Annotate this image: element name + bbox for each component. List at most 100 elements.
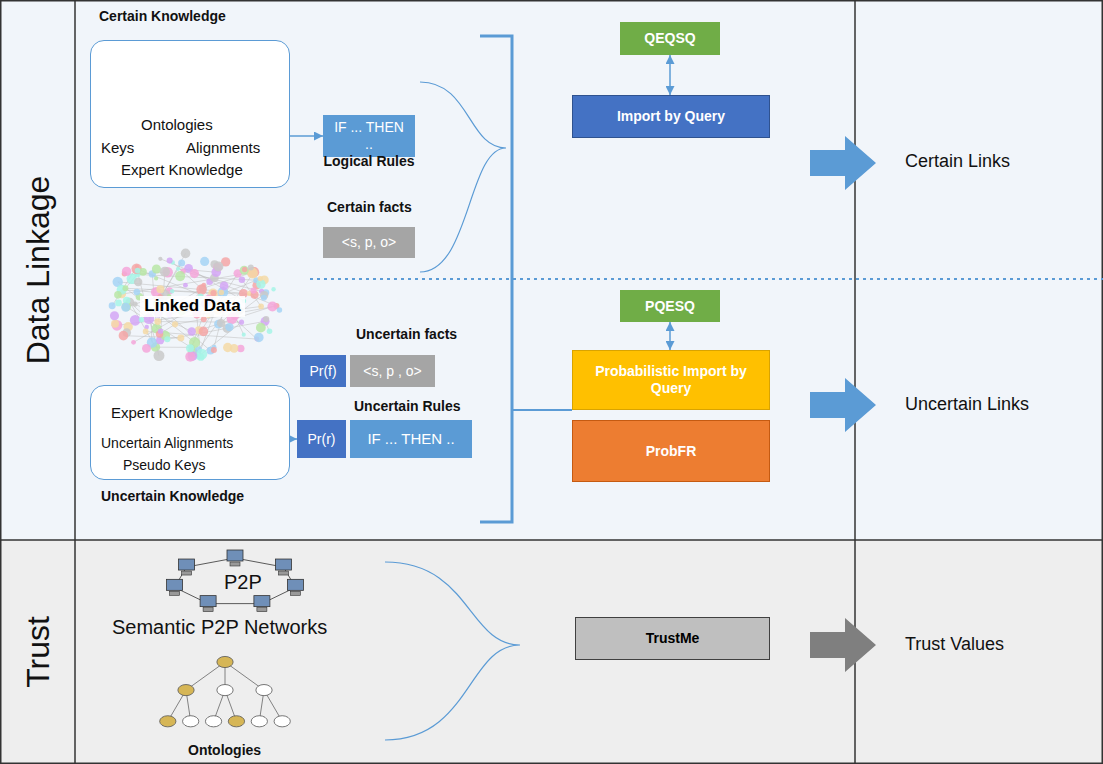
data-dot (199, 327, 209, 337)
data-dot (242, 267, 247, 272)
data-dot (196, 349, 207, 360)
linked-data-cloud (109, 249, 283, 362)
keyboard (257, 608, 267, 612)
data-dot (131, 340, 136, 345)
box-text: PQESQ (645, 298, 695, 315)
data-dot (176, 267, 180, 271)
text-holder: Trust (19, 616, 57, 688)
graph-node (205, 716, 221, 727)
graph-node (183, 716, 199, 727)
screen (275, 559, 291, 570)
data-link (156, 347, 192, 348)
box-label: Uncertain Knowledge (101, 488, 244, 504)
graph-node (217, 656, 233, 667)
text-holder: Expert Knowledge (111, 404, 233, 422)
text-holder: Uncertain Rules (354, 397, 461, 415)
data-dot (152, 264, 161, 273)
data-dot (178, 260, 185, 267)
ontology-graph (160, 656, 291, 726)
text-holder: TrustMe (576, 618, 769, 659)
computer-icon (167, 579, 183, 595)
data-dot (139, 268, 147, 276)
band-rule (0, 539, 1103, 541)
rule-box: IF ... THEN ..Logical Rules (323, 115, 415, 157)
output-arrow (810, 378, 876, 432)
data-dot (258, 304, 264, 310)
screen (200, 596, 216, 607)
data-dot (225, 323, 233, 331)
keyboard (230, 562, 240, 566)
data-dot (200, 257, 209, 266)
box-text: TrustMe (646, 630, 700, 647)
box-label: Pseudo Keys (123, 457, 206, 473)
data-dot (134, 278, 142, 286)
data-dot (188, 327, 196, 335)
figure-label: Semantic P2P Networks (112, 616, 327, 639)
data-dot (164, 336, 170, 342)
dotted-divider (310, 278, 1103, 280)
data-dot (219, 290, 224, 295)
keyboard (203, 608, 213, 612)
computer-icon (287, 579, 303, 595)
graph-node (256, 685, 272, 696)
box-label: Uncertain Rules (354, 398, 461, 414)
connector-arrow (669, 322, 671, 350)
box-label: Uncertain facts (356, 326, 457, 342)
data-dot (142, 344, 151, 353)
graph-node (178, 685, 194, 696)
square-bracket (480, 36, 512, 522)
rule-box: Uncertain RulesIF ... THEN .. (350, 420, 472, 458)
text-holder: QEQSQ (620, 22, 720, 55)
data-dot (177, 334, 184, 341)
output-label: Uncertain Links (905, 394, 1029, 415)
data-dot (135, 268, 141, 274)
text-holder: Ontologies (141, 116, 213, 134)
data-dot (111, 320, 119, 328)
keyboard (278, 571, 288, 575)
keyboard (170, 591, 180, 595)
text-holder: <s, p, o> (323, 227, 415, 258)
box-text: Import by Query (617, 108, 725, 125)
data-dot (110, 311, 119, 320)
computer-icon (275, 559, 291, 575)
output-label: Certain Links (905, 151, 1010, 172)
box-text: IF ... THEN .. (329, 119, 409, 153)
data-dot (277, 307, 282, 312)
trust-band: Trust TrustMe (0, 540, 855, 764)
data-dot (242, 333, 246, 337)
data-dot (254, 333, 264, 343)
knowledge-box: Expert KnowledgeUncertain AlignmentsPseu… (90, 385, 290, 480)
box-text: <s, p , o> (363, 363, 421, 380)
screen (287, 579, 303, 590)
text-holder: Probabilistic Import by Query (573, 351, 769, 409)
data-dot (239, 276, 245, 282)
data-dot (230, 344, 239, 353)
screen (227, 550, 243, 561)
box-label: Alignments (186, 139, 260, 156)
text-holder: Uncertain Knowledge (101, 487, 244, 505)
text-holder: Pr(f) (300, 355, 346, 387)
data-dot (145, 325, 149, 329)
box-text: Probabilistic Import by Query (579, 363, 763, 397)
data-dot (123, 285, 129, 291)
data-dot (114, 291, 122, 299)
text-holder: ProbFR (573, 421, 769, 481)
data-dot (175, 271, 185, 281)
output-arrow (810, 136, 876, 190)
text-holder: Alignments (186, 139, 260, 157)
data-dot (183, 283, 188, 288)
data-dot (134, 289, 141, 296)
data-dot (154, 318, 161, 325)
curly-brace (420, 82, 506, 272)
box-label: Logical Rules (323, 153, 414, 169)
column-rule (74, 0, 76, 764)
data-dot (119, 331, 129, 341)
data-dot (153, 350, 164, 361)
box-text: <s, p, o> (342, 234, 396, 251)
data-dot (240, 266, 249, 275)
probability-box: Pr(f) (300, 355, 346, 387)
graph-node (160, 716, 176, 727)
data-dot (267, 329, 273, 335)
